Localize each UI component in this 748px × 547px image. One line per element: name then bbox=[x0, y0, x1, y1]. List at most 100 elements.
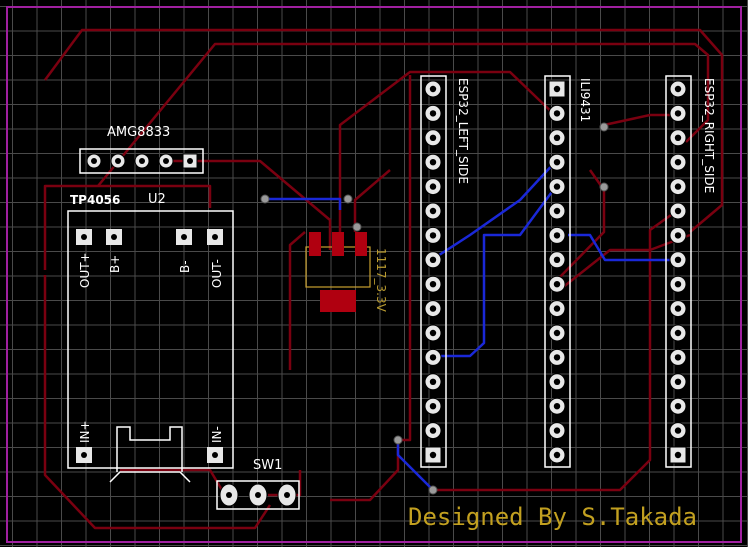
via bbox=[428, 485, 438, 495]
b-minus-label: B- bbox=[178, 260, 192, 273]
trace-esp-bottom bbox=[433, 208, 679, 492]
drill-hole bbox=[674, 354, 682, 361]
usb-connector-outline bbox=[116, 426, 183, 448]
trace-left-edge bbox=[43, 275, 272, 530]
via bbox=[343, 194, 353, 204]
drill-hole bbox=[429, 451, 437, 459]
trace-reg-out bbox=[353, 169, 391, 232]
drill-hole bbox=[674, 110, 682, 117]
trace-reg-gnd bbox=[288, 231, 306, 370]
drill-hole bbox=[674, 427, 682, 434]
sw1-outline bbox=[216, 480, 300, 510]
tp4056-module bbox=[67, 210, 234, 483]
esp32-left-label: ESP32_LEFT_SIDE bbox=[456, 78, 470, 184]
trace-top-outer bbox=[43, 28, 724, 233]
ili9431-outline bbox=[544, 75, 571, 468]
in-plus-label: IN+ bbox=[78, 420, 92, 443]
trace-left-bus bbox=[43, 184, 212, 270]
drill-hole bbox=[553, 207, 561, 215]
regulator-tab-pad bbox=[320, 290, 356, 312]
out-minus-label: OUT- bbox=[210, 259, 224, 288]
sw1-label: SW1 bbox=[253, 458, 283, 473]
esp32-right-header bbox=[665, 75, 692, 468]
amg8833-outline bbox=[79, 148, 204, 174]
via bbox=[260, 194, 270, 204]
esp32-right-outline bbox=[665, 75, 692, 468]
drill-hole bbox=[553, 183, 561, 190]
regulator-pad bbox=[332, 232, 344, 256]
trace-ili-diag2 bbox=[556, 233, 691, 293]
u2-label: U2 bbox=[148, 192, 166, 207]
trace-esp-vbus bbox=[396, 440, 434, 491]
tp4056-outline bbox=[67, 210, 234, 469]
drill-hole bbox=[674, 256, 682, 263]
trace-amg-scl bbox=[265, 197, 342, 210]
drill-hole bbox=[429, 256, 437, 263]
drill-hole bbox=[674, 159, 682, 166]
drill-hole bbox=[553, 85, 561, 93]
b-plus-label: B+ bbox=[108, 254, 122, 273]
drill-hole bbox=[429, 305, 437, 312]
via bbox=[393, 435, 403, 445]
tp4056-label: TP4056 bbox=[70, 193, 121, 207]
trace-vcc-loop bbox=[338, 70, 561, 232]
drill-hole bbox=[553, 427, 561, 434]
drill-hole bbox=[429, 183, 437, 190]
drill-hole bbox=[429, 329, 437, 337]
drill-hole bbox=[429, 85, 437, 93]
drill-hole bbox=[674, 305, 682, 312]
trace-spi-2 bbox=[433, 184, 559, 358]
regulator-1117 bbox=[305, 232, 371, 312]
regulator-pad bbox=[355, 232, 367, 256]
board-outline bbox=[6, 6, 742, 543]
trace-amg-upper bbox=[97, 42, 710, 187]
drill-hole bbox=[674, 232, 682, 239]
drill-hole bbox=[429, 159, 437, 166]
esp32-left-outline bbox=[420, 75, 447, 468]
drill-hole bbox=[553, 256, 561, 263]
drill-hole bbox=[674, 378, 682, 385]
trace-ili-diag1 bbox=[556, 169, 606, 281]
drill-hole bbox=[429, 110, 437, 117]
esp32-right-label: ESP32_RIGHT_SIDE bbox=[702, 78, 716, 194]
trace-amg-sda bbox=[163, 159, 332, 250]
drill-hole bbox=[553, 305, 561, 312]
drill-hole bbox=[674, 403, 682, 410]
drill-hole bbox=[429, 403, 437, 410]
amg8833-header bbox=[79, 148, 204, 174]
in-minus-label: IN- bbox=[210, 426, 224, 443]
out-plus-label: OUT+ bbox=[78, 252, 92, 288]
via bbox=[352, 222, 362, 232]
drill-hole bbox=[553, 110, 561, 117]
drill-hole bbox=[674, 183, 682, 190]
drill-hole bbox=[553, 354, 561, 361]
trace-esp-feed bbox=[398, 75, 412, 442]
drill-hole bbox=[674, 85, 682, 93]
drill-hole bbox=[553, 403, 561, 410]
regulator-pad bbox=[309, 232, 321, 256]
trace-sw-left bbox=[120, 468, 227, 496]
drill-hole bbox=[553, 134, 561, 141]
drill-hole bbox=[429, 207, 437, 215]
esp32-left-header bbox=[420, 75, 447, 468]
drill-hole bbox=[429, 354, 437, 361]
drill-hole bbox=[429, 281, 437, 288]
regulator-label: 1117_3.3V bbox=[374, 248, 388, 312]
top-traces bbox=[265, 159, 678, 491]
drill-hole bbox=[553, 232, 561, 239]
ili9431-header bbox=[544, 75, 571, 468]
amg8833-label: AMG8833 bbox=[107, 125, 171, 140]
trace-right-link bbox=[603, 113, 680, 127]
header-pins bbox=[424, 80, 687, 464]
drill-hole bbox=[553, 329, 561, 337]
drill-hole bbox=[553, 281, 561, 288]
drill-hole bbox=[553, 159, 561, 166]
vias bbox=[260, 122, 609, 495]
drill-hole bbox=[429, 134, 437, 141]
drill-hole bbox=[553, 451, 561, 459]
sw1-switch bbox=[216, 480, 300, 510]
drill-hole bbox=[674, 134, 682, 141]
trace-spi-3 bbox=[568, 233, 678, 262]
trace-lower-run bbox=[330, 440, 400, 502]
